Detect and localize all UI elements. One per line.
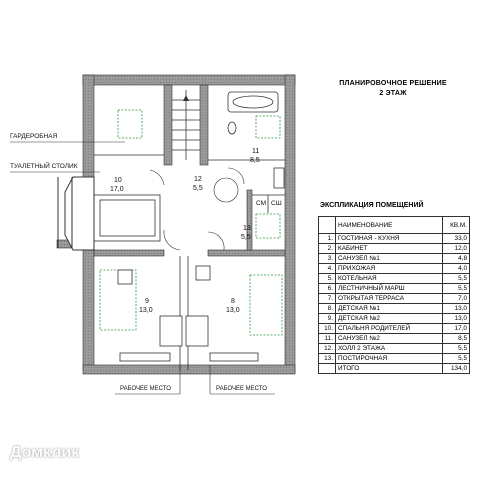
row-name-cell: ПОСТИРОЧНАЯ bbox=[335, 353, 443, 364]
room-12-area: 5,5 bbox=[193, 185, 203, 192]
row-no-cell: 1. bbox=[318, 233, 336, 244]
plan-title-line2: 2 ЭТАЖ bbox=[379, 90, 407, 97]
room-10-num: 10 bbox=[114, 177, 122, 184]
row-area-cell: 5,5 bbox=[442, 273, 470, 284]
room-9-area: 13,0 bbox=[139, 307, 153, 314]
row-no-cell: 6. bbox=[318, 283, 336, 294]
row-name-cell: ОТКРЫТАЯ ТЕРРАСА bbox=[335, 293, 443, 304]
row-area-cell: 4,0 bbox=[442, 263, 470, 274]
row-area-cell: 13,0 bbox=[442, 313, 470, 324]
room-8-num: 8 bbox=[231, 298, 235, 305]
room-13-area: 5,5 bbox=[241, 234, 251, 241]
row-name-cell: ИТОГО bbox=[335, 363, 443, 374]
row-no-cell: 4. bbox=[318, 263, 336, 274]
row-name-cell: КОТЕЛЬНАЯ bbox=[335, 273, 443, 284]
row-name-cell: САНУЗЕЛ №1 bbox=[335, 253, 443, 264]
workplace-left-label: РАБОЧЕЕ МЕСТО bbox=[120, 386, 171, 392]
header-no-cell bbox=[318, 216, 336, 234]
row-area-cell: 8,5 bbox=[442, 333, 470, 344]
toilet bbox=[227, 121, 285, 189]
row-area-cell: 7,0 bbox=[442, 293, 470, 304]
row-area-cell: 13,0 bbox=[442, 303, 470, 314]
row-area-cell: 134,0 bbox=[442, 363, 470, 374]
row-area-cell: 12,0 bbox=[442, 243, 470, 254]
vanity-label: ТУАЛЕТНЫЙ СТОЛИК bbox=[10, 163, 78, 170]
room-12-num: 12 bbox=[194, 176, 202, 183]
row-no-cell: 12. bbox=[318, 343, 336, 354]
row-name-cell: ПРИХОЖАЯ bbox=[335, 263, 443, 274]
desks bbox=[117, 265, 259, 362]
plan-title-line1: ПЛАНИРОВОЧНОЕ РЕШЕНИЕ bbox=[339, 80, 447, 87]
room-9-num: 9 bbox=[145, 298, 149, 305]
row-name-cell: КАБИНЕТ bbox=[335, 243, 443, 254]
workplace-right-label: РАБОЧЕЕ МЕСТО bbox=[216, 386, 267, 392]
room-11-num: 11 bbox=[252, 148, 260, 155]
row-name-cell: ДЕТСКАЯ №1 bbox=[335, 303, 443, 314]
wardrobe-label: ГАРДЕРОБНАЯ bbox=[10, 133, 58, 140]
explication-title: ЭКСПЛИКАЦИЯ ПОМЕЩЕНИЙ bbox=[320, 202, 424, 209]
table-header-row: НАИМЕНОВАНИЕ КВ.М. bbox=[318, 216, 470, 234]
row-no-cell: 5. bbox=[318, 273, 336, 284]
cm-label: СМ bbox=[256, 200, 267, 207]
row-no-cell: 13. bbox=[318, 353, 336, 364]
header-name-cell: НАИМЕНОВАНИЕ bbox=[335, 216, 443, 234]
row-no-cell bbox=[318, 363, 336, 374]
row-no-cell: 2. bbox=[318, 243, 336, 254]
row-area-cell: 5,5 bbox=[442, 343, 470, 354]
door-swings bbox=[149, 167, 245, 251]
row-area-cell: 5,5 bbox=[442, 353, 470, 364]
stair-arrow bbox=[183, 95, 189, 101]
room-10-area: 17,0 bbox=[110, 186, 124, 193]
header-area-cell: КВ.М. bbox=[442, 216, 470, 234]
watermark-logo: Домклик bbox=[10, 444, 80, 461]
bathtub bbox=[227, 91, 279, 113]
interior-lines bbox=[94, 90, 285, 370]
row-area-cell: 33,0 bbox=[442, 233, 470, 244]
hall-circle bbox=[213, 177, 239, 203]
row-no-cell: 10. bbox=[318, 323, 336, 334]
row-name-cell: САНУЗЕЛ №2 bbox=[335, 333, 443, 344]
row-name-cell: ГОСТИНАЯ - КУХНЯ bbox=[335, 233, 443, 244]
row-no-cell: 9. bbox=[318, 313, 336, 324]
bay-window bbox=[57, 176, 95, 251]
row-area-cell: 5,5 bbox=[442, 283, 470, 294]
row-no-cell: 11. bbox=[318, 333, 336, 344]
outer-walls bbox=[56, 74, 296, 375]
row-no-cell: 7. bbox=[318, 293, 336, 304]
row-name-cell: СПАЛЬНЯ РОДИТЕЛЕЙ bbox=[335, 323, 443, 334]
row-name-cell: ЛЕСТНИЧНЫЙ МАРШ bbox=[335, 283, 443, 294]
row-no-cell: 3. bbox=[318, 253, 336, 264]
row-name-cell: ДЕТСКАЯ №2 bbox=[335, 313, 443, 324]
csh-label: СШ bbox=[271, 200, 282, 207]
room-11-area: 8,5 bbox=[250, 157, 260, 164]
leader-lines bbox=[10, 141, 275, 395]
room-13-num: 13 bbox=[243, 225, 251, 232]
room-8-area: 13,0 bbox=[226, 307, 240, 314]
row-name-cell: ХОЛЛ 2 ЭТАЖА bbox=[335, 343, 443, 354]
row-no-cell: 8. bbox=[318, 303, 336, 314]
row-area-cell: 17,0 bbox=[442, 323, 470, 334]
row-area-cell: 4,8 bbox=[442, 253, 470, 264]
